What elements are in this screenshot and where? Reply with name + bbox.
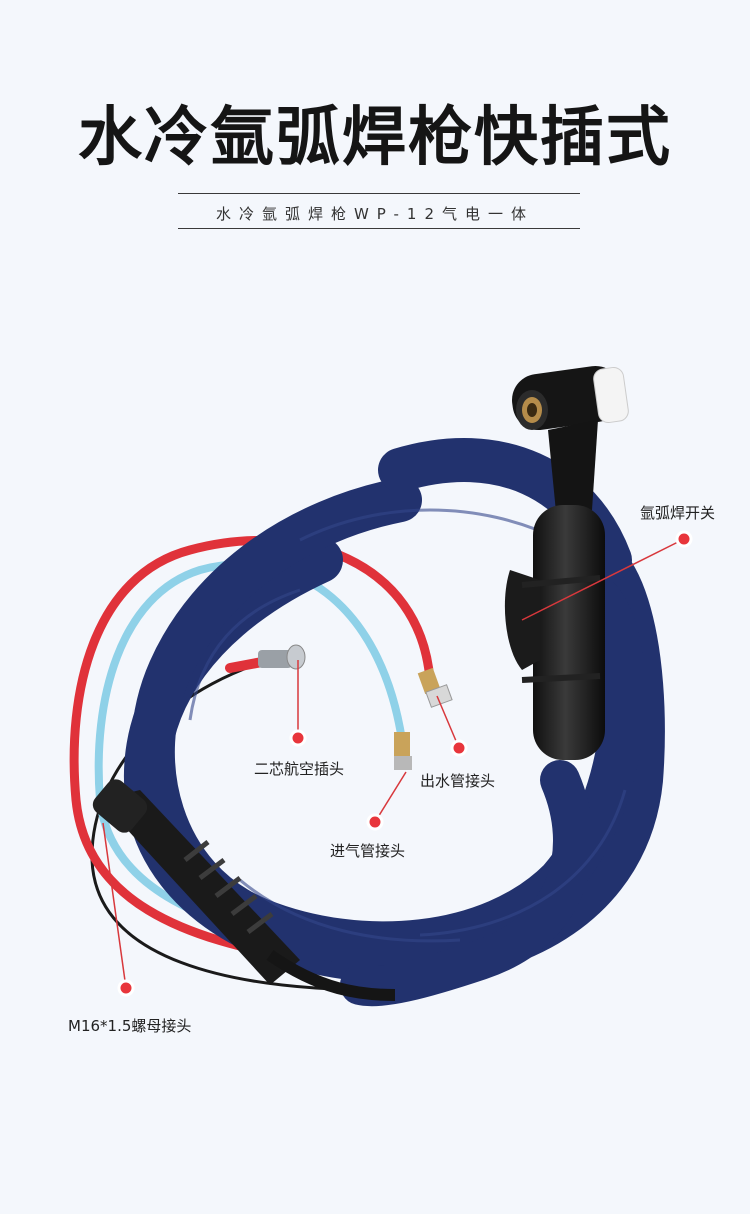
callout-nut-connector: M16*1.5螺母接头: [68, 1017, 192, 1035]
nut-connector: [92, 779, 396, 1001]
torch-neck: [548, 420, 598, 512]
page-title: 水冷氩弧焊枪快插式: [78, 101, 672, 175]
callout-dots: [117, 530, 693, 997]
blue-hose: [94, 560, 406, 949]
callout-water-outlet: 出水管接头: [420, 772, 496, 790]
page-subtitle: 水冷氩弧焊枪WP-12气电一体: [215, 205, 535, 223]
subtitle-top-rule: [178, 193, 580, 194]
sheath-folds: [188, 508, 627, 943]
aviation-plug: [225, 644, 306, 673]
gas-inlet-connector: [394, 732, 412, 770]
callout-gas-inlet: 进气管接头: [330, 842, 406, 860]
callout-aviation-plug: 二芯航空插头: [254, 760, 345, 778]
red-hose: [69, 535, 435, 965]
torch-handle: [533, 505, 605, 760]
water-outlet-connector: [417, 667, 453, 708]
callout-lines: [102, 538, 685, 989]
torch-head: [512, 365, 629, 431]
subtitle-bottom-rule: [178, 228, 580, 229]
callout-switch: 氩弧焊开关: [640, 504, 716, 522]
